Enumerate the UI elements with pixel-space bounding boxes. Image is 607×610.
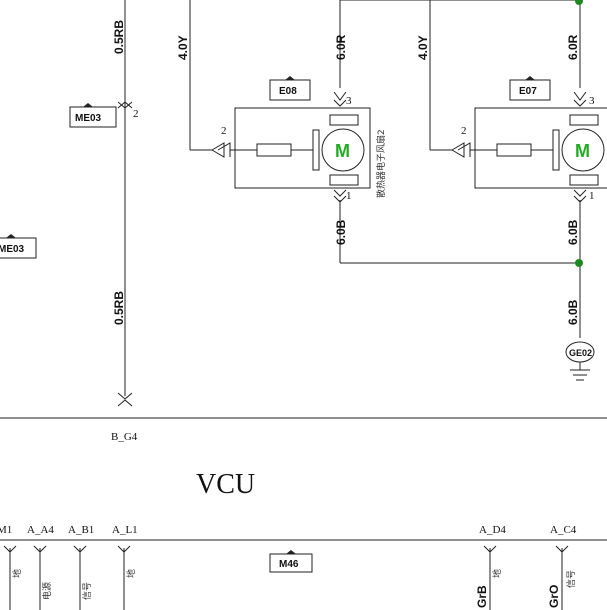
wire-label-left-bottom: 0.5RB (112, 291, 126, 325)
fan2-pin1: 1 (589, 190, 595, 202)
signal-label-4: 地 (491, 569, 503, 578)
vcu-pins: M1 A_A4 A_B1 A_L1 A_D4 A_C4 (0, 524, 577, 536)
fan1-connector-e08[interactable]: E08 (269, 76, 311, 101)
wire-label-fan1-left: 4.0Y (176, 35, 190, 60)
left-wire: 0.5RB 0.5RB 2 (112, 0, 139, 407)
wire-label-fan2-top: 6.0R (566, 34, 580, 60)
vcu-pin-m1: M1 (0, 524, 12, 536)
fan1-pin3: 3 (346, 95, 352, 107)
fan2-motor-symbol: M (575, 141, 590, 161)
wire-label-fan2-left: 4.0Y (416, 35, 430, 60)
connector-me03-top[interactable]: ME03 (69, 103, 117, 128)
fan1-pin2: 2 (221, 125, 227, 137)
ground-label: GE02 (569, 348, 592, 358)
fan2-pin2: 2 (461, 125, 467, 137)
wire-label-ground: 6.0B (566, 299, 580, 325)
wire-label-gro: GrO (547, 585, 561, 608)
connector-m46[interactable]: M46 (269, 550, 313, 573)
wire-label-left-top: 0.5RB (112, 20, 126, 54)
fan2-connector-e07[interactable]: E07 (509, 76, 551, 101)
fan1-motor[interactable]: M 2 3 1 散热器电子风扇2 (211, 91, 387, 203)
signal-labels: 地 电源 信号 地 地 信号 (11, 569, 577, 600)
fan2-motor[interactable]: M 2 3 1 (451, 91, 607, 203)
signal-label-2: 信号 (81, 582, 93, 600)
vcu-pin-a-b1: A_B1 (68, 524, 94, 536)
vcu-pin-a-d4: A_D4 (479, 524, 506, 536)
connector-m46-label: M46 (279, 559, 299, 570)
signal-label-3: 地 (125, 569, 137, 578)
connector-me03-left[interactable]: ME03 (0, 234, 37, 259)
fan2-pin3: 3 (589, 95, 595, 107)
vcu-top-pin: B_G4 (111, 431, 138, 443)
junction-dot-top (575, 0, 583, 5)
fan1-wires: 4.0Y 6.0R 6.0B (176, 0, 580, 264)
pin-me03: 2 (133, 108, 139, 120)
fan1-caption: 散热器电子风扇2 (375, 129, 387, 198)
vcu-pin-a-c4: A_C4 (550, 524, 577, 536)
wire-label-fan1-bottom: 6.0B (334, 219, 348, 245)
connector-e07-label: E07 (519, 86, 537, 97)
vcu-pin-a-l1: A_L1 (112, 524, 138, 536)
connector-e08-label: E08 (279, 86, 297, 97)
vcu-bottom-wires: GrB GrO (3, 545, 569, 610)
fan1-pin1: 1 (346, 190, 352, 202)
vcu-box: B_G4 VCU (0, 417, 607, 541)
connector-me03-top-label: ME03 (75, 113, 102, 124)
junction-dot-middle (575, 259, 583, 267)
signal-label-5: 信号 (565, 570, 577, 588)
fan1-motor-symbol: M (335, 141, 350, 161)
signal-label-1: 电源 (41, 582, 53, 600)
vcu-pin-a-a4: A_A4 (27, 524, 54, 536)
ground-ge02[interactable]: GE02 (565, 341, 595, 381)
vcu-title: VCU (196, 469, 255, 500)
connector-me03-left-label: ME03 (0, 244, 25, 255)
wire-label-fan2-bottom: 6.0B (566, 219, 580, 245)
wire-label-grb: GrB (475, 585, 489, 608)
signal-label-0: 地 (11, 569, 23, 578)
wire-label-fan1-top: 6.0R (334, 34, 348, 60)
fan2-wires: 4.0Y 6.0R 6.0B 6.0B (340, 0, 581, 338)
